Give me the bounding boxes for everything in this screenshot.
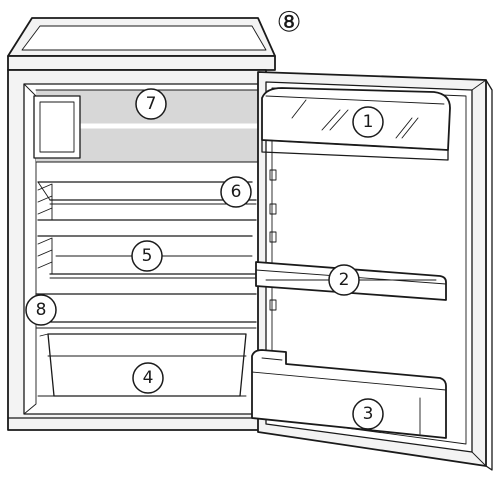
crisper-cover [35,293,257,329]
lamp-housing [33,89,261,163]
callout-8-top: ⑧ [276,6,301,39]
worktop [7,17,276,71]
callout-4: 4 [132,362,164,394]
callout-2: 2 [265,264,437,296]
svg-text:4: 4 [143,368,154,388]
svg-text:5: 5 [142,246,153,266]
glass-shelf-lower [37,235,257,279]
callout-5: 5 [55,240,253,272]
svg-text:6: 6 [231,182,242,202]
svg-text:1: 1 [363,112,374,132]
svg-text:⑧: ⑧ [276,6,301,39]
svg-text:2: 2 [339,270,350,290]
svg-text:3: 3 [363,404,374,424]
callout-1: 1 [352,106,384,138]
callout-7: 7 [135,88,167,120]
svg-text:8: 8 [36,300,47,320]
glass-shelf-upper [37,181,257,221]
bottle-rack [251,349,447,439]
callout-3: 3 [352,398,384,430]
callout-6: 6 [220,176,252,208]
callout-8-inner: 8 [25,294,57,326]
svg-text:7: 7 [146,94,157,114]
